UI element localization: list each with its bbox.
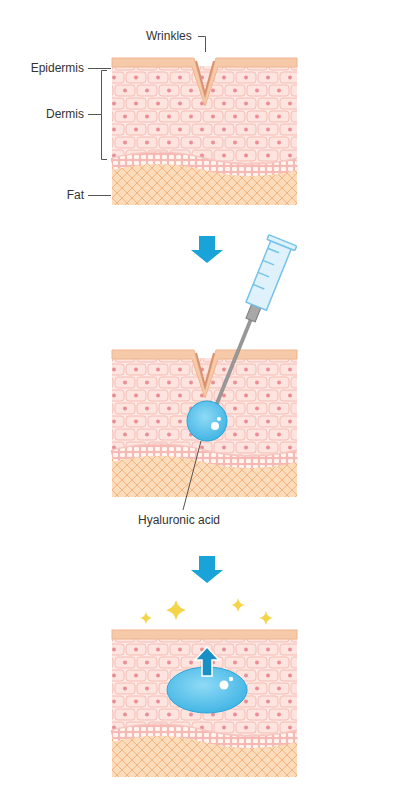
sparkles: [140, 598, 273, 625]
skin-smoothed: [112, 630, 297, 777]
part-label: Wrinkles: [146, 29, 192, 43]
part-label: Dermis: [46, 107, 84, 121]
down-arrow: [191, 556, 223, 583]
leader-line: [183, 441, 201, 510]
down-arrow: [191, 236, 223, 263]
skin-with-wrinkle: [112, 58, 297, 205]
part-label: Hyaluronic acid: [138, 513, 220, 527]
leader-lines: [88, 37, 206, 196]
part-label: Fat: [67, 188, 84, 202]
part-label: Epidermis: [31, 61, 84, 75]
hyaluronic-acid-drop: [187, 401, 227, 441]
hyaluronic-acid-volume: [167, 647, 247, 713]
syringe: [195, 235, 297, 429]
skin-injection: [112, 350, 297, 497]
